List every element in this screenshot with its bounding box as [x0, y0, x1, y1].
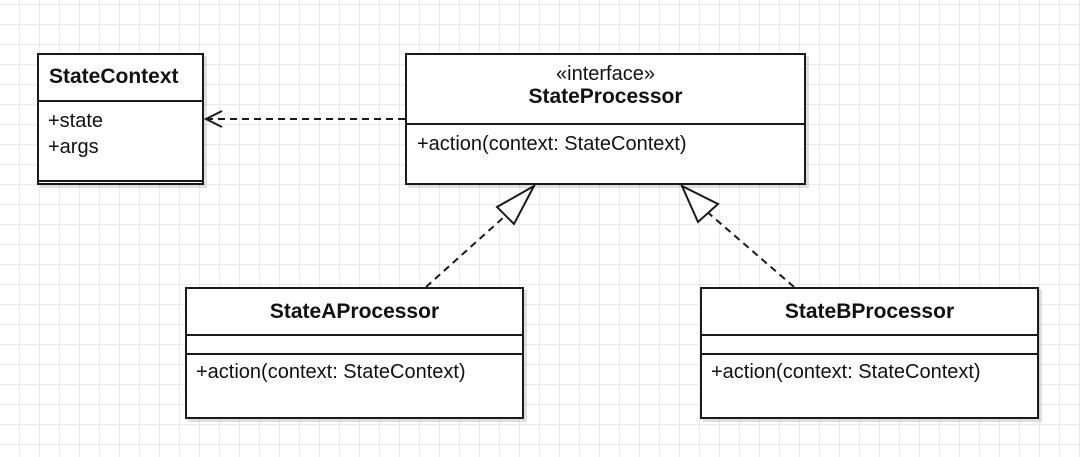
class-state-a-processor[interactable]: StateAProcessor +action(context: StateCo…: [185, 287, 524, 419]
class-name: StateBProcessor: [784, 300, 955, 323]
operations-compartment: +action(context: StateContext): [702, 353, 1037, 417]
operations-compartment: [39, 180, 202, 191]
class-header: StateAProcessor: [187, 289, 522, 334]
realization-line-b: [704, 209, 795, 288]
attribute: +state: [48, 110, 104, 132]
stereotype-label: «interface»: [556, 63, 655, 85]
class-header: StateBProcessor: [702, 289, 1037, 334]
class-state-processor[interactable]: «interface» StateProcessor +action(conte…: [405, 53, 806, 185]
realization-arrowhead-a: [495, 183, 537, 226]
operation: +action(context: StateContext): [417, 133, 687, 155]
class-header: StateContext: [39, 55, 202, 100]
operation: +action(context: StateContext): [711, 361, 981, 383]
class-name: StateContext: [49, 65, 179, 88]
attributes-compartment: [702, 334, 1037, 353]
class-state-context[interactable]: StateContext +state +args: [37, 53, 204, 185]
class-name: StateAProcessor: [269, 300, 440, 323]
attribute: +args: [48, 136, 99, 158]
class-header: «interface» StateProcessor: [407, 55, 804, 123]
realization-line-a: [425, 207, 515, 288]
class-state-b-processor[interactable]: StateBProcessor +action(context: StateCo…: [700, 287, 1039, 419]
dependency-arrowhead: [203, 110, 223, 128]
operation: +action(context: StateContext): [196, 361, 466, 383]
attributes-compartment: [187, 334, 522, 353]
realization-arrowhead-b: [679, 183, 720, 224]
class-name: StateProcessor: [528, 85, 683, 108]
operations-compartment: +action(context: StateContext): [407, 123, 804, 183]
attributes-compartment: +state +args: [39, 100, 202, 180]
operations-compartment: +action(context: StateContext): [187, 353, 522, 417]
